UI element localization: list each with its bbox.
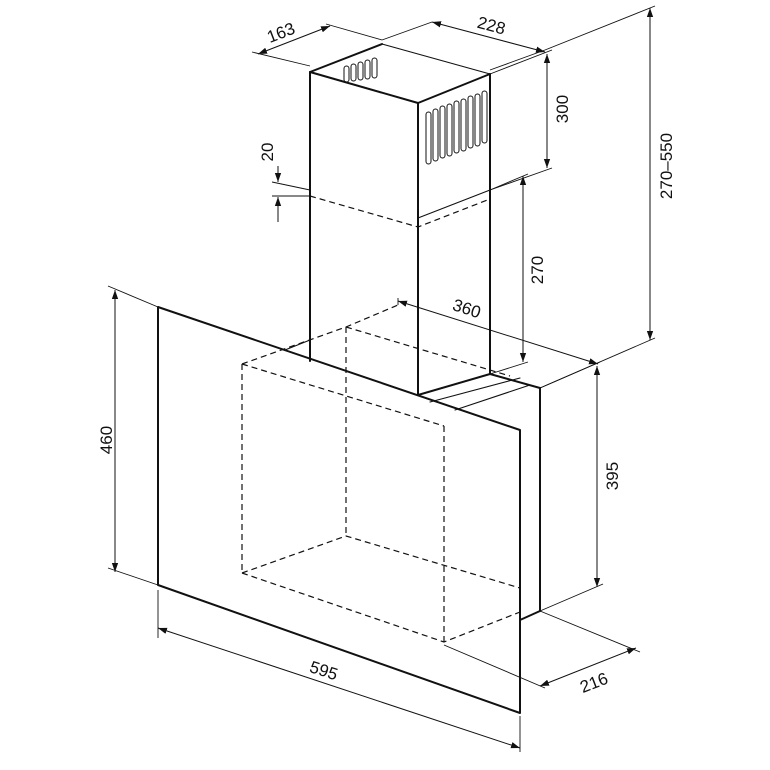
label-chimney-range: 270–550 [657,133,676,199]
dimension-lines [107,5,656,752]
label-glass-height: 460 [97,426,116,454]
front-vent-slots [425,90,488,165]
body-top-strip-2 [454,384,531,411]
dim-line-body-width [397,300,599,365]
body-top-right-side [417,373,541,396]
label-glass-width: 595 [307,657,340,684]
body-bottom-right-edge [519,610,541,621]
dim-line-body-depth [539,647,637,687]
upper-chimney-bottom-edge [417,189,491,219]
dim-line-glass-width [157,627,521,749]
body-top-left-strip [284,339,311,351]
hood-body-hidden-box [241,304,521,643]
dim-line-chimney-depth [257,25,331,55]
hood-body-side [284,339,541,621]
lower-chimney-hidden-edge [309,195,491,228]
chimney [309,43,491,396]
chimney-top-right-edge [417,73,491,104]
body-top-front-edge [241,363,445,427]
dim-line-chimney-width [431,21,546,53]
label-lower-chimney-height: 270 [528,256,547,284]
body-top-strip [429,377,521,403]
body-bottom-edge-front [241,572,521,643]
chimney-top-back-edge [309,43,383,73]
body-top-right-edge [345,326,511,377]
label-overlap: 20 [258,143,277,162]
body-bottom-edge-left [241,535,521,589]
label-body-height: 395 [603,462,622,490]
label-upper-chimney-height: 300 [553,95,572,123]
rear-vent-slots [343,57,378,83]
chimney-top-left-edge [309,71,419,104]
label-body-width: 360 [450,295,483,322]
label-body-depth: 216 [577,669,610,697]
body-top-back-edge [241,304,399,365]
label-chimney-depth: 163 [264,19,297,47]
chimney-top-back-edge-right [381,43,491,75]
glass-panel [157,306,521,714]
